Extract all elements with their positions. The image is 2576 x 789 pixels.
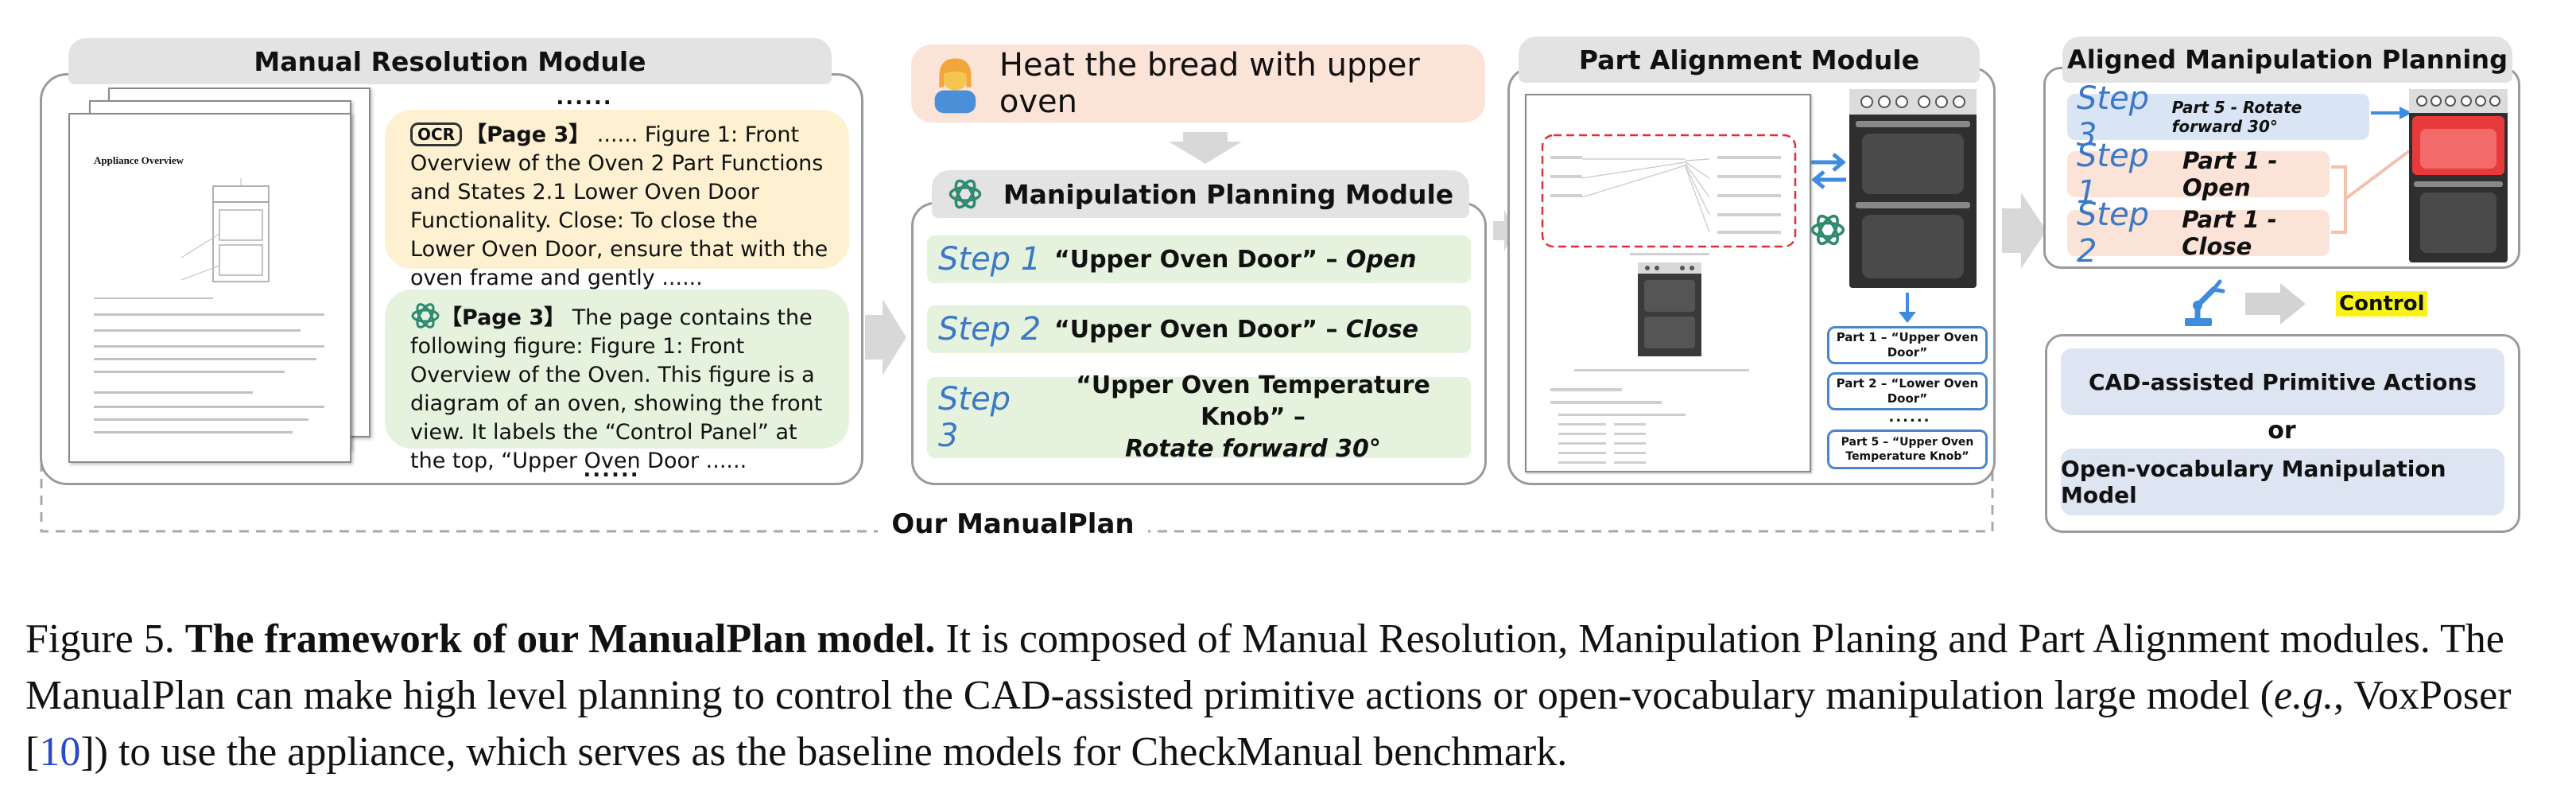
plan-step-1-label: Step 1: [938, 241, 1042, 278]
robot-arm-icon: [2185, 279, 2225, 326]
instruction-text: Heat the bread with upper oven: [999, 47, 1420, 120]
manual-oven-sketch: [181, 178, 270, 282]
plan-step-3-label: Step 3: [938, 381, 1011, 454]
open-vocab-model: Open-vocabulary Manipulation Model: [2061, 449, 2504, 515]
dots-bottom: ......: [576, 458, 647, 482]
ocr-page-tag: 【Page 3】: [465, 122, 591, 147]
figure-caption: Figure 5. The framework of our ManualPla…: [25, 616, 2512, 775]
manual-page-front: Appliance Overview: [68, 113, 351, 463]
gpt-output-bubble: 【Page 3】 The page contains the following…: [385, 290, 849, 473]
control-label: Control: [2336, 291, 2428, 317]
gpt-text: The page contains the following figure: …: [410, 305, 823, 473]
openai-logo-icon: [411, 303, 440, 328]
plan-step-2-label: Step 2: [938, 311, 1042, 348]
dots-top: ......: [556, 86, 613, 110]
alignment-page-diagram: [1541, 134, 1797, 464]
aligned-step-1-text: Part 1 - Open: [2182, 147, 2278, 201]
part-box-5: Part 5 – “Upper Oven Temperature Knob”: [1827, 429, 1988, 469]
manual-resolution-title: Manual Resolution Module: [68, 38, 832, 84]
aligned-step-3-text: Part 5 - Rotate forward 30°: [2171, 98, 2302, 136]
aligned-step-2: Step 2 Part 1 - Close: [2067, 196, 2330, 270]
aligned-step-2-label: Step 2: [2077, 196, 2150, 270]
plan-step-1-target: “Upper Oven Door” – Open: [1054, 245, 1417, 274]
openai-logo-icon: [1810, 214, 1845, 246]
part-box-1: Part 1 – “Upper Oven Door”: [1827, 326, 1988, 364]
plan-step-3-target: “Upper Oven Temperature Knob” –Rotate fo…: [1076, 371, 1430, 463]
arrow-instruction-down: [1169, 132, 1242, 164]
openai-logo-icon: [949, 179, 982, 209]
part-box-2: Part 2 – “Lower Oven Door”: [1827, 372, 1988, 410]
gpt-page-tag: 【Page 3】: [440, 305, 566, 330]
aligned-step-1-label: Step 1: [2077, 138, 2150, 211]
aligned-step-1: Step 1 Part 1 - Open: [2067, 138, 2330, 211]
alignment-manual-page: [1525, 94, 1811, 472]
our-manualplan-label: Our ManualPlan: [878, 506, 1148, 542]
part-dots: ......: [1888, 409, 1931, 426]
instruction-box: Heat the bread with upper oven: [911, 45, 1485, 122]
aligned-step-3-label: Step 3: [2077, 80, 2150, 154]
ocr-output-bubble: OCR【Page 3】 ...... Figure 1: Front Overv…: [385, 110, 849, 290]
oven-image: [1849, 89, 1977, 288]
highlighted-oven-image: [2409, 89, 2508, 262]
plan-step-2: Step 2 “Upper Oven Door” – Close: [927, 305, 1471, 353]
plan-step-3: Step 3 “Upper Oven Temperature Knob” –Ro…: [927, 371, 1471, 463]
aligned-connectors: [2331, 107, 2412, 234]
manipulation-planning-title: Manipulation Planning Module: [932, 170, 1469, 218]
person-icon: [934, 58, 976, 114]
part-alignment-title: Part Alignment Module: [1519, 37, 1980, 83]
arrow-control-right: [2245, 283, 2306, 325]
swap-arrows-icon: [1811, 153, 1846, 189]
aligned-step-2-text: Part 1 - Close: [2182, 206, 2277, 260]
plan-step-2-target: “Upper Oven Door” – Close: [1054, 315, 1419, 344]
ocr-badge: OCR: [410, 122, 463, 146]
or-label: or: [2268, 417, 2296, 445]
arrow-manual-to-planning: [865, 299, 906, 375]
arrow-alignment-to-aligned: [2002, 192, 2046, 269]
cad-primitive-actions: CAD-assisted Primitive Actions: [2061, 348, 2504, 415]
aligned-planning-title: Aligned Manipulation Planning: [2062, 37, 2512, 83]
ocr-text: ...... Figure 1: Front Overview of the O…: [410, 122, 828, 290]
plan-step-1: Step 1 “Upper Oven Door” – Open: [927, 235, 1471, 283]
manual-page-heading: Appliance Overview: [94, 154, 184, 166]
aligned-step-3: Step 3 Part 5 - Rotate forward 30°: [2067, 80, 2369, 154]
arrow-oven-to-parts: [1899, 293, 1916, 323]
citation-link[interactable]: 10: [39, 729, 81, 775]
